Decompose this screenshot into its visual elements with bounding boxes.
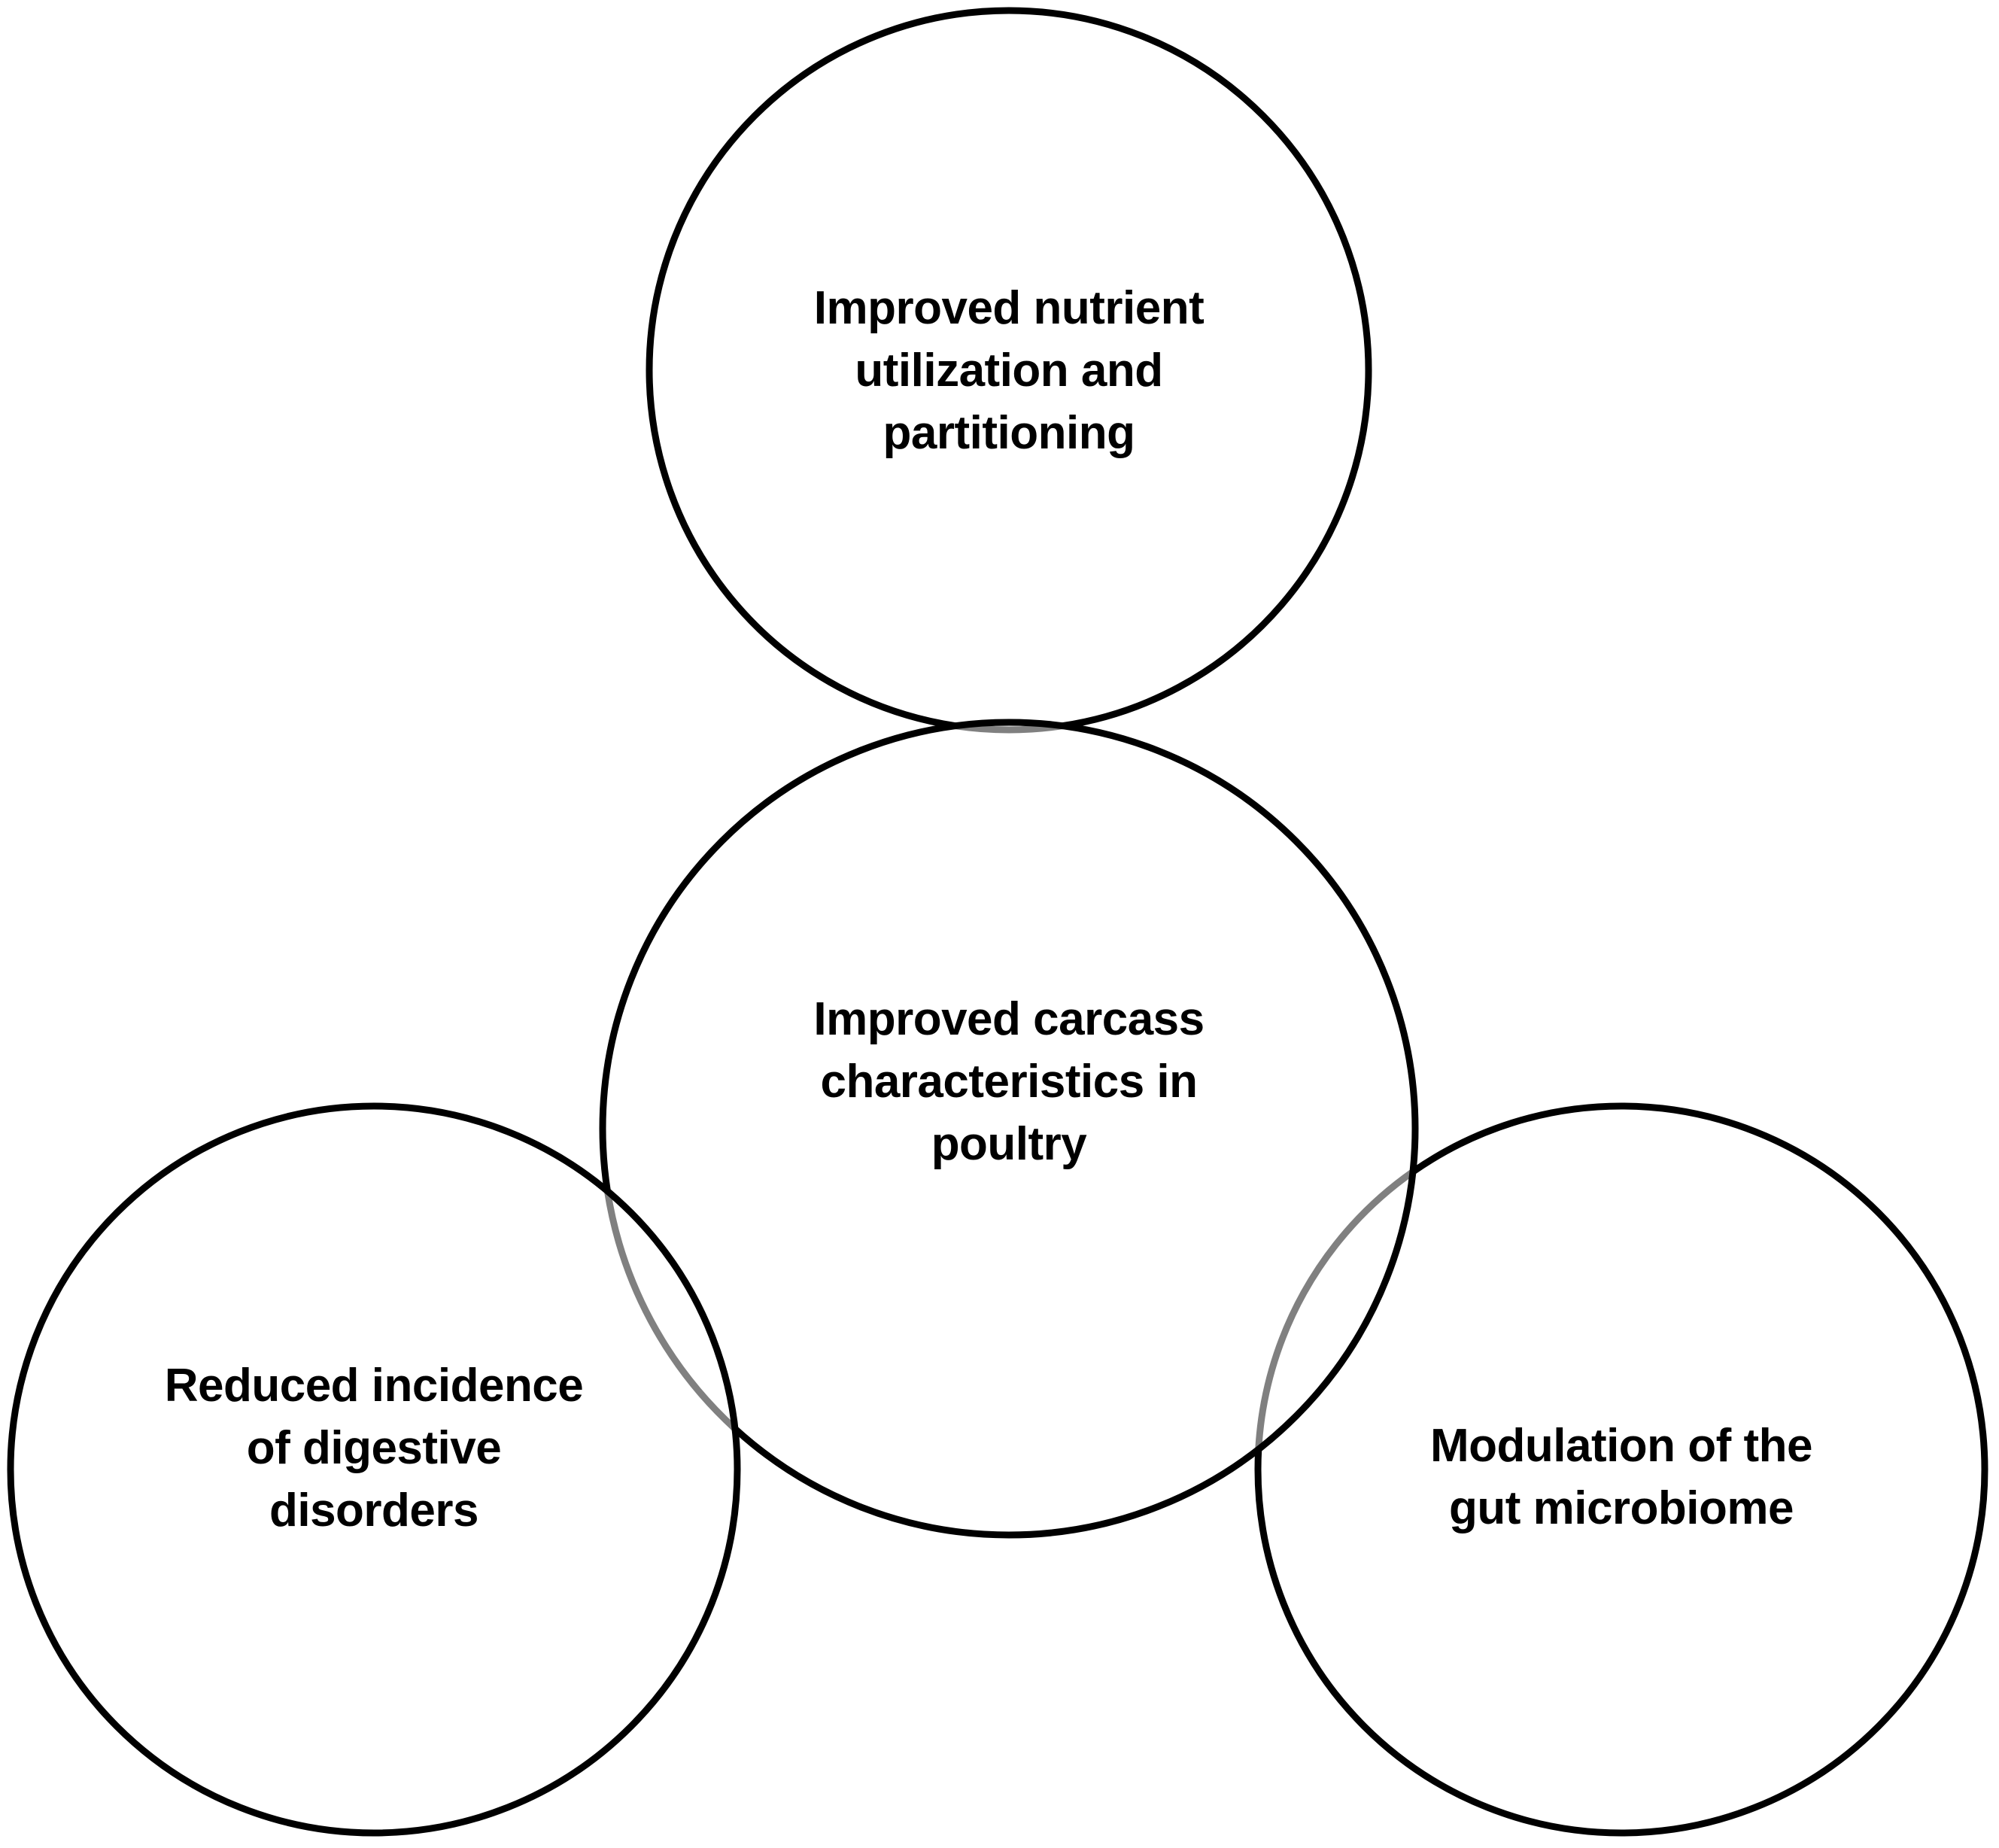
label-group-top: Improved nutrient utilization and partit… bbox=[814, 282, 1205, 459]
label-group-center: Improved carcass characteristics in poul… bbox=[813, 993, 1205, 1170]
right-label-line-1: Modulation of the bbox=[1430, 1420, 1812, 1472]
label-group-right: Modulation of the gut microbiome bbox=[1430, 1420, 1813, 1534]
right-label-line-2: gut microbiome bbox=[1449, 1482, 1794, 1534]
circle-reduced-digestive-disorders bbox=[7, 1102, 741, 1837]
top-circle-overlap-arc bbox=[646, 7, 1372, 734]
circle-modulation-gut-microbiome bbox=[1254, 1102, 1988, 1837]
left-label-line-2: of digestive bbox=[247, 1422, 502, 1474]
circle-improved-carcass-characteristics bbox=[599, 719, 1419, 1539]
top-label-line-3: partitioning bbox=[883, 407, 1135, 459]
top-label-line-2: utilization and bbox=[855, 345, 1162, 397]
left-label-line-1: Reduced incidence bbox=[165, 1360, 584, 1412]
top-label-line-1: Improved nutrient bbox=[814, 282, 1205, 334]
center-label-line-2: characteristics in bbox=[820, 1056, 1197, 1108]
center-label-line-1: Improved carcass bbox=[813, 993, 1204, 1045]
left-label-line-3: disorders bbox=[269, 1485, 478, 1536]
label-group-left: Reduced incidence of digestive disorders bbox=[165, 1360, 584, 1536]
circle-improved-nutrient-utilization bbox=[646, 7, 1372, 734]
center-label-line-3: poultry bbox=[931, 1118, 1088, 1170]
